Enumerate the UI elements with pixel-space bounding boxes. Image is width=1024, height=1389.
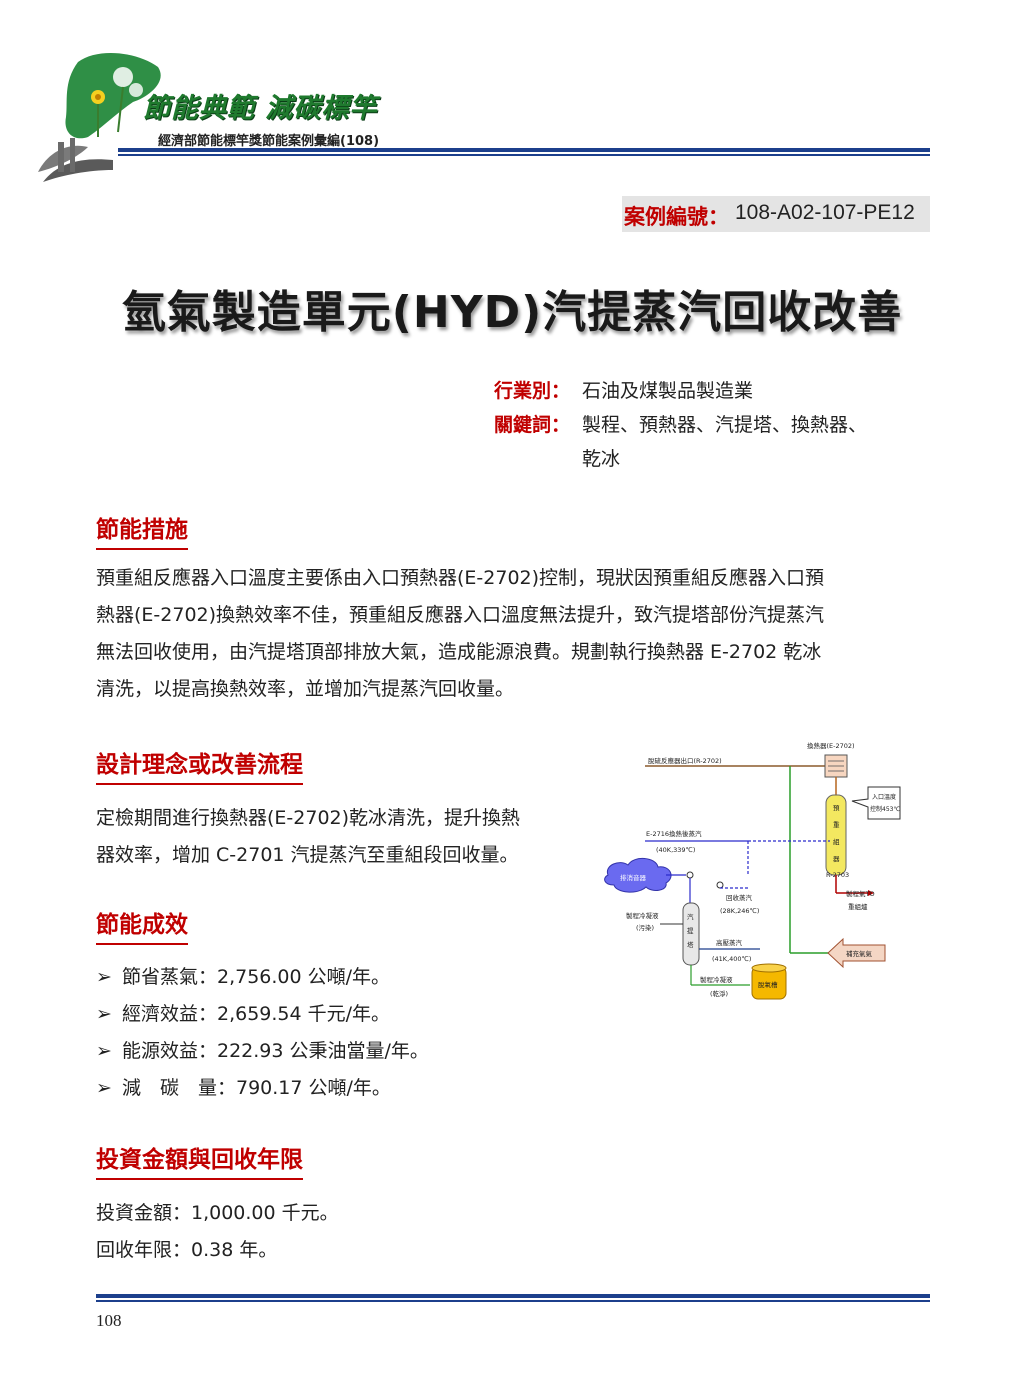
condensate-clean-line1: 製程冷凝液 (700, 975, 733, 984)
case-number-box (622, 196, 930, 232)
hp-steam-cond: (41K,400℃) (712, 955, 751, 963)
design-heading: 設計理念或改善流程 (96, 745, 303, 785)
inlet-temp-line1: 入口溫度 (872, 793, 896, 801)
measures-body: 預重組反應器入口溫度主要係由入口預熱器(E-2702)控制，現狀因預重組反應器入… (96, 560, 936, 708)
page-number: 108 (96, 1311, 122, 1330)
stripper-char: 塔 (687, 940, 694, 949)
bullet-icon: ➢ (96, 1040, 112, 1062)
investment-amount: 投資金額：1,000.00 千元。 (96, 1202, 339, 1224)
footer-rule-thin (96, 1300, 930, 1302)
industry-label: 行業別： (494, 380, 571, 402)
results-item: ➢ 節省蒸氣：2,756.00 公噸/年。 (96, 962, 390, 989)
case-number-value: 108-A02-107-PE12 (735, 201, 915, 224)
results-heading: 節能成效 (96, 905, 188, 945)
condensate-clean-line2: (乾淨) (710, 989, 728, 998)
keywords-label: 關鍵詞： (494, 414, 571, 436)
steam-e2716-cond: (40K,339℃) (656, 846, 695, 854)
measures-line: 無法回收使用，由汽提塔頂部排放大氣，造成能源浪費。規劃執行換熱器 E-2702 … (96, 641, 822, 663)
exchanger-label: 換熱器(E-2702) (807, 741, 855, 750)
logo-illustration (38, 52, 161, 182)
design-line: 定檢期間進行換熱器(E-2702)乾冰清洗，提升換熱 (96, 807, 521, 829)
measures-heading: 節能措施 (96, 510, 188, 550)
process-gas-line2: 重組爐 (848, 902, 868, 911)
process-flow-diagram: 脫硫反應器出口(R-2702) 換熱器(E-2702) 預 重 組 器 R-27… (604, 741, 901, 1000)
inlet-temp-line2: 控制453℃ (870, 805, 900, 813)
reactor-char: 重 (833, 821, 840, 829)
hp-steam-label: 高壓蒸汽 (716, 938, 743, 947)
keywords-line-2: 乾冰 (582, 448, 621, 470)
industry-value: 石油及煤製品製造業 (582, 380, 754, 402)
stripper-char: 提 (687, 926, 694, 935)
bullet-icon: ➢ (96, 1077, 112, 1099)
investment-payback: 回收年限：0.38 年。 (96, 1239, 278, 1261)
condensate-dirty-line2: (污染) (636, 923, 654, 932)
stripper-char: 汽 (687, 912, 694, 921)
investment-heading: 投資金額與回收年限 (96, 1140, 303, 1180)
reactor-id: R-2703 (826, 871, 849, 879)
reactor-char: 預 (833, 803, 840, 812)
supplement-gas-label: 補充氣氣 (846, 949, 873, 958)
results-item: ➢ 能源效益：222.93 公秉油當量/年。 (96, 1036, 429, 1063)
process-gas-line1: 製程氣TO (846, 889, 875, 898)
condensate-dirty-line1: 製程冷凝液 (626, 911, 659, 920)
inlet-temp-callout (851, 786, 901, 820)
recovered-steam-label: 回收蒸汽 (726, 893, 753, 902)
page-title: 氫氣製造單元(HYD)汽提蒸汽回收改善 (121, 287, 903, 338)
measures-line: 熱器(E-2702)換熱效率不佳，預重組反應器入口溫度無法提升，致汽提塔部份汽提… (96, 604, 825, 626)
case-number-label: 案例編號： (624, 206, 729, 229)
bullet-icon: ➢ (96, 966, 112, 988)
reactor-outlet-label: 脫硫反應器出口(R-2702) (648, 756, 722, 765)
reactor-char: 器 (833, 855, 840, 863)
header-rule-thin (118, 154, 930, 156)
results-item-text: 經濟效益：2,659.54 千元/年。 (122, 1003, 391, 1025)
results-item: ➢ 經濟效益：2,659.54 千元/年。 (96, 999, 390, 1026)
vent-label: 排消音器 (620, 873, 647, 882)
measures-line: 預重組反應器入口溫度主要係由入口預熱器(E-2702)控制，現狀因預重組反應器入… (96, 567, 825, 589)
steam-e2716-label: E-2716換熱後蒸汽 (646, 829, 702, 838)
vent-cloud (604, 858, 672, 893)
results-item-text: 減 碳 量：790.17 公噸/年。 (122, 1077, 391, 1099)
results-item-text: 節省蒸氣：2,756.00 公噸/年。 (122, 966, 391, 988)
results-item-text: 能源效益：222.93 公秉油當量/年。 (122, 1040, 429, 1062)
design-body: 定檢期間進行換熱器(E-2702)乾冰清洗，提升換熱 器效率，增加 C-2701… (96, 800, 596, 874)
results-item: ➢ 減 碳 量：790.17 公噸/年。 (96, 1073, 391, 1100)
bullet-icon: ➢ (96, 1003, 112, 1025)
keywords-line-1: 製程、預熱器、汽提塔、換熱器、 (582, 414, 868, 436)
supplement-gas-arrow (827, 937, 886, 969)
deaerator-label: 脫氧槽 (758, 980, 778, 989)
recovered-steam-cond: (28K,246℃) (720, 907, 759, 915)
footer-rule (96, 1294, 930, 1298)
design-line: 器效率，增加 C-2701 汽提蒸汽至重組段回收量。 (96, 844, 519, 866)
measures-line: 清洗，以提高換熱效率，並增加汽提蒸汽回收量。 (96, 678, 515, 700)
brand-title: 節能典範 減碳標竿 (143, 93, 378, 124)
brand-subtitle: 經濟部節能標竿獎節能案例彙編(108) (158, 134, 380, 149)
header-rule (118, 148, 930, 152)
reactor-char: 組 (833, 837, 840, 846)
